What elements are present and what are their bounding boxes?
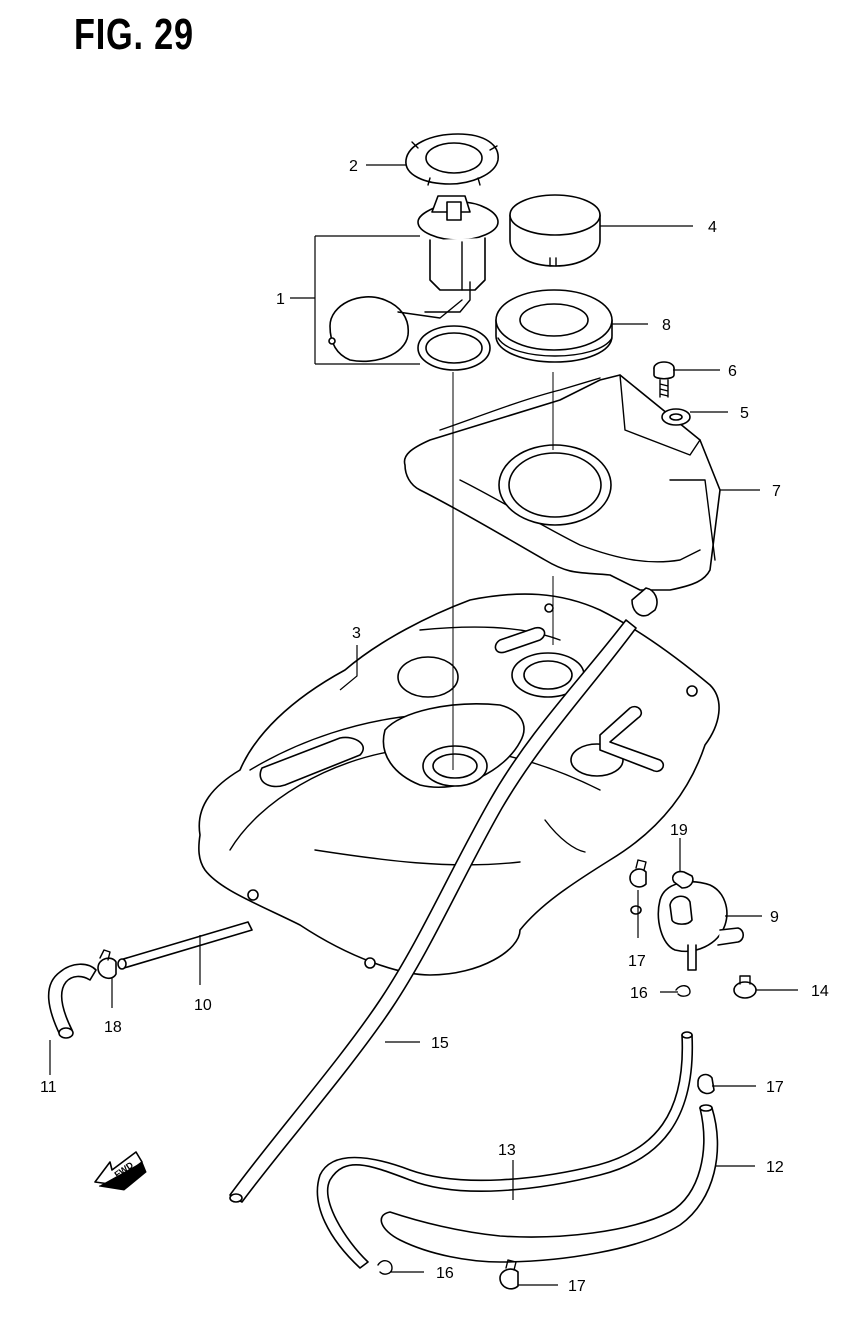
hose-12[interactable] xyxy=(380,1104,719,1263)
label-part-6: 6 xyxy=(728,363,737,380)
fuel-pump-assembly[interactable] xyxy=(328,195,499,371)
label-part-17-lower: 17 xyxy=(568,1278,586,1295)
label-part-5: 5 xyxy=(740,405,749,422)
fuel-tank-tray[interactable] xyxy=(403,374,721,617)
fuel-tank[interactable] xyxy=(198,593,720,976)
cap[interactable] xyxy=(509,194,601,267)
label-part-10: 10 xyxy=(194,997,212,1014)
label-part-12: 12 xyxy=(766,1159,784,1176)
part-labels: 1 2 3 4 5 6 7 8 9 10 11 12 13 14 15 16 1… xyxy=(40,158,829,1295)
label-part-16-lower: 16 xyxy=(436,1265,454,1282)
label-part-11: 11 xyxy=(40,1079,57,1096)
fwd-arrow-icon: FWD xyxy=(94,1151,147,1191)
washer[interactable] xyxy=(661,408,691,426)
label-part-14: 14 xyxy=(811,983,829,1000)
label-part-3: 3 xyxy=(352,625,361,642)
label-part-1: 1 xyxy=(276,291,285,308)
lock-ring[interactable] xyxy=(405,133,499,186)
label-part-2: 2 xyxy=(349,158,358,175)
label-part-4: 4 xyxy=(708,219,717,236)
label-part-16-upper: 16 xyxy=(630,985,648,1002)
label-part-9: 9 xyxy=(770,909,779,926)
hose-15[interactable] xyxy=(229,619,637,1203)
figure-title: FIG. 29 xyxy=(74,10,194,59)
label-part-17-upper: 17 xyxy=(628,953,646,970)
clip-16-upper[interactable] xyxy=(675,985,691,997)
clamp-17-upper[interactable] xyxy=(629,859,647,888)
label-part-15: 15 xyxy=(431,1035,449,1052)
nut-19[interactable] xyxy=(671,870,694,889)
bolt-14[interactable] xyxy=(733,975,757,999)
clamp-18[interactable] xyxy=(97,949,117,980)
label-part-8: 8 xyxy=(662,317,671,334)
clip-16-lower[interactable] xyxy=(377,1260,393,1275)
label-part-7: 7 xyxy=(772,483,781,500)
hose-11[interactable] xyxy=(47,963,97,1039)
bolt[interactable] xyxy=(653,361,675,398)
hose-13[interactable] xyxy=(316,1031,694,1269)
fuel-valve[interactable] xyxy=(630,880,745,971)
hose-10[interactable] xyxy=(117,921,253,970)
clamp-17-middle[interactable] xyxy=(697,1073,715,1095)
label-part-13: 13 xyxy=(498,1142,516,1159)
clamp-17-lower[interactable] xyxy=(499,1259,519,1290)
grommet[interactable] xyxy=(495,289,613,363)
leader-lines xyxy=(49,164,798,1286)
label-part-18: 18 xyxy=(104,1019,122,1036)
label-part-19: 19 xyxy=(670,822,688,839)
label-part-17-middle: 17 xyxy=(766,1079,784,1096)
